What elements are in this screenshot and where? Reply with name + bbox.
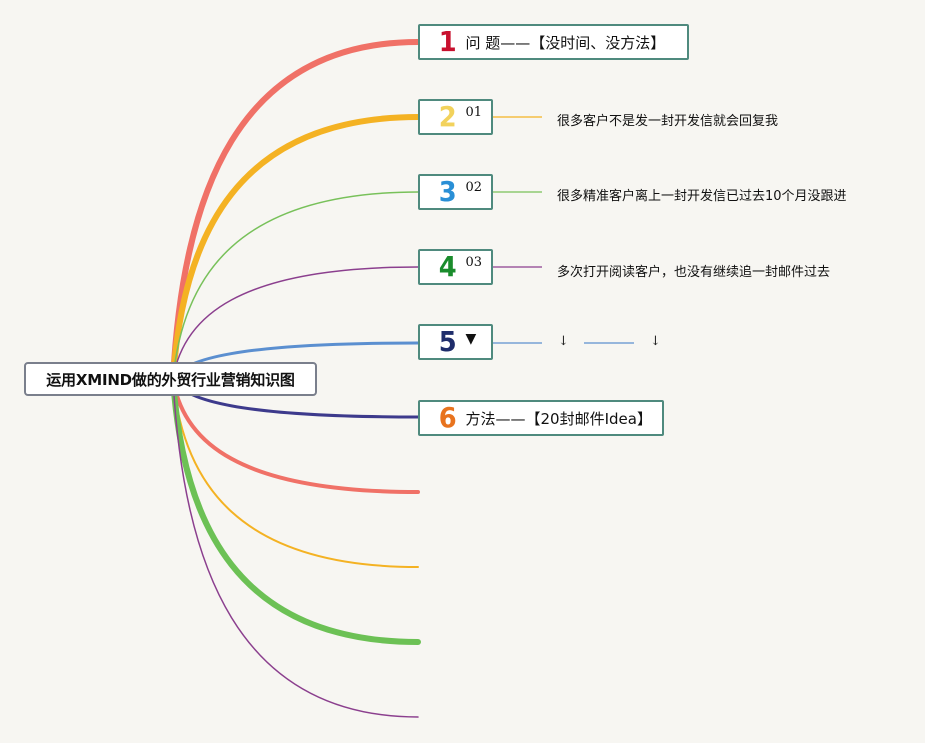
root-topic[interactable]: 运用XMIND做的外贸行业营销知识图 bbox=[24, 362, 317, 396]
down-arrow-icon: ↓ bbox=[558, 334, 569, 349]
branch-connector-3 bbox=[172, 191, 419, 380]
subtopic-3[interactable]: 很多精准客户离上一封开发信已过去10个月没跟进 bbox=[557, 189, 847, 204]
empty-branch-connector-3 bbox=[170, 376, 421, 645]
subtopic-2[interactable]: 很多客户不是发一封开发信就会回复我 bbox=[557, 114, 779, 129]
topic-1[interactable]: 1 问 题——【没时间、没方法】 bbox=[418, 24, 689, 60]
topic-6[interactable]: 6 方法——【20封邮件Idea】 bbox=[418, 400, 664, 436]
topic-label-6: 方法——【20封邮件Idea】 bbox=[465, 409, 652, 428]
topic-4[interactable]: 4 03 bbox=[418, 249, 493, 285]
branch-connector-2 bbox=[170, 114, 421, 382]
topic-number-2: 2 bbox=[438, 100, 457, 133]
topic-label-2: 01 bbox=[465, 105, 483, 120]
topic-3[interactable]: 3 02 bbox=[418, 174, 493, 210]
subtopic-4[interactable]: 多次打开阅读客户，也没有继续追一封邮件过去 bbox=[557, 265, 831, 280]
topic-number-5: 5 bbox=[438, 325, 457, 358]
topic-label-4: 03 bbox=[465, 255, 483, 270]
topic-number-4: 4 bbox=[438, 250, 457, 283]
collapse-triangle-icon[interactable]: ▼ bbox=[465, 331, 477, 347]
topic-label-3: 02 bbox=[465, 180, 483, 195]
topic-5[interactable]: 5 ▼ bbox=[418, 324, 493, 360]
topic-2[interactable]: 2 01 bbox=[418, 99, 493, 135]
root-topic-label: 运用XMIND做的外贸行业营销知识图 bbox=[46, 370, 295, 389]
branch-connector-1 bbox=[170, 39, 421, 382]
empty-branch-connector-4 bbox=[172, 378, 419, 718]
down-arrow-icon: ↓ bbox=[650, 334, 661, 349]
topic-number-6: 6 bbox=[438, 401, 457, 434]
branch-connector-4 bbox=[172, 266, 419, 380]
topic-number-1: 1 bbox=[438, 25, 457, 58]
empty-branch-connector-1 bbox=[171, 377, 420, 494]
topic-label-1: 问 题——【没时间、没方法】 bbox=[465, 33, 666, 52]
topic-number-3: 3 bbox=[438, 175, 457, 208]
empty-branch-connector-2 bbox=[172, 378, 419, 568]
